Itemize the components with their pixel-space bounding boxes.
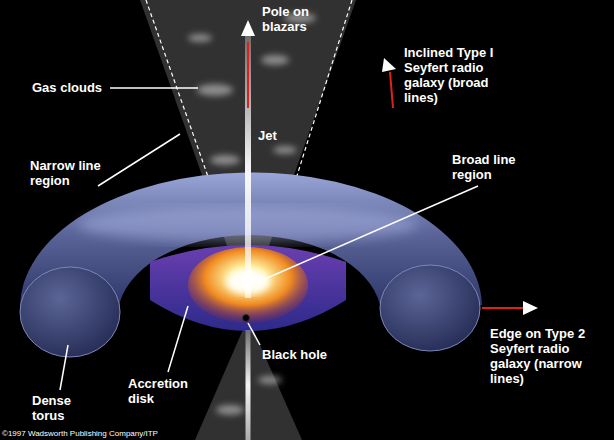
copyright-note: ©1997 Wadsworth Publishing Company/ITP <box>2 429 158 439</box>
part-label: Black hole <box>262 347 327 362</box>
part-label: Jet <box>258 128 277 143</box>
lower-cone <box>195 318 302 440</box>
region-label: Narrow line region <box>30 158 122 188</box>
jet <box>246 330 251 440</box>
view-arrowhead <box>523 301 538 315</box>
torus-section <box>380 265 480 351</box>
region-label: Broad line region <box>452 152 532 182</box>
view-arrow <box>247 42 249 108</box>
part-label: Accretion disk <box>128 376 203 406</box>
leader-lines <box>60 88 478 390</box>
view-label: Pole on blazars <box>262 4 322 34</box>
part-label: Gas clouds <box>32 80 102 95</box>
torus-section <box>20 267 120 357</box>
view-arrowhead <box>382 58 396 72</box>
view-arrowhead <box>241 20 255 36</box>
part-label: Dense torus <box>32 393 87 423</box>
view-arrow <box>482 307 524 309</box>
jet <box>245 36 251 298</box>
view-arrow <box>390 72 393 108</box>
view-label: Inclined Type I Seyfert radio galaxy (br… <box>404 45 516 105</box>
view-label: Edge on Type 2 Seyfert radio galaxy (nar… <box>490 326 608 386</box>
black-hole <box>243 315 250 322</box>
